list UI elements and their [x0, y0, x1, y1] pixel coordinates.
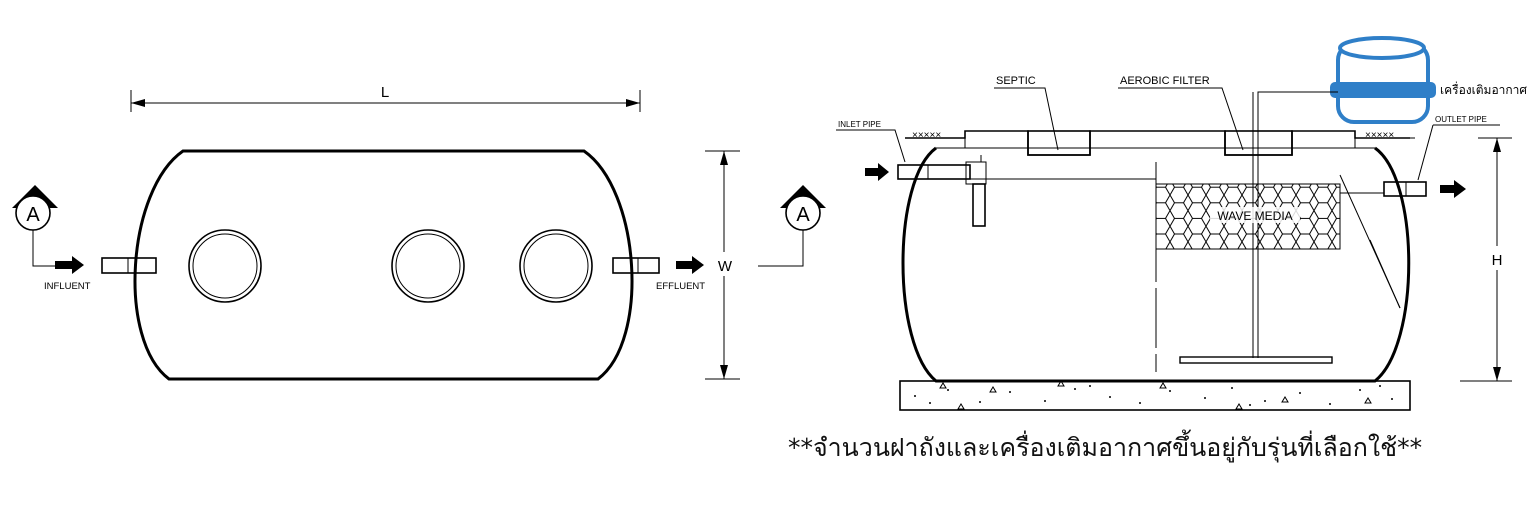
dimension-width-label: W — [718, 258, 733, 275]
plan-view: L W A INFLUENT EFFLUENT — [12, 84, 826, 381]
plan-manhole-3 — [519, 229, 593, 303]
concrete-base — [899, 380, 1411, 411]
dimension-height-label: H — [1492, 252, 1503, 269]
section-view: ××××× ××××× SEPTIC AEROBIC FILTER INLET … — [836, 36, 1527, 411]
plan-inlet-pipe — [101, 257, 157, 274]
flow-arrow-icon — [676, 256, 704, 274]
air-diffuser — [1179, 356, 1333, 364]
flow-arrow-icon — [55, 256, 84, 274]
blower-label: เครื่องเติมอากาศ — [1440, 81, 1527, 97]
plan-manhole-1 — [188, 229, 262, 303]
tank-top-profile — [905, 130, 1410, 156]
section-marker-icon: A — [758, 185, 826, 267]
septic-label: SEPTIC — [996, 75, 1036, 87]
plan-tank-outline — [133, 149, 634, 381]
section-inlet-pipe — [897, 155, 1156, 227]
svg-text:A: A — [796, 204, 810, 226]
svg-text:×××××: ××××× — [1365, 130, 1394, 141]
section-tank-outline — [901, 146, 1411, 383]
aerobic-filter-label: AEROBIC FILTER — [1120, 75, 1210, 87]
flow-arrow-icon — [865, 163, 889, 181]
plan-outlet-pipe — [612, 257, 660, 274]
effluent-label: EFFLUENT — [656, 281, 705, 292]
plan-manhole-2 — [391, 229, 465, 303]
blower-icon — [1330, 36, 1436, 124]
svg-text:×××××: ××××× — [912, 130, 941, 141]
dimension-length: L — [130, 84, 641, 112]
dimension-width: W — [705, 150, 740, 380]
svg-text:A: A — [26, 204, 40, 226]
section-marker-icon: A — [12, 185, 58, 267]
outlet-pipe-label: OUTLET PIPE — [1435, 115, 1487, 124]
inlet-pipe-label: INLET PIPE — [838, 120, 881, 129]
section-outlet-pipe — [1340, 181, 1427, 197]
ground-hatch-icon: ××××× — [905, 130, 965, 141]
influent-label: INFLUENT — [44, 281, 91, 292]
footnote: **จำนวนฝาถังและเครื่องเติมอากาศขึ้นอยู่ก… — [788, 433, 1423, 462]
wave-media: WAVE MEDIA — [1155, 183, 1341, 250]
flow-arrow-icon — [1440, 180, 1466, 198]
wave-media-label: WAVE MEDIA — [1217, 209, 1292, 223]
dimension-height: H — [1460, 137, 1512, 382]
dimension-length-label: L — [381, 84, 389, 101]
ground-hatch-icon: ××××× — [1355, 130, 1415, 141]
septic-lid — [1027, 130, 1091, 156]
